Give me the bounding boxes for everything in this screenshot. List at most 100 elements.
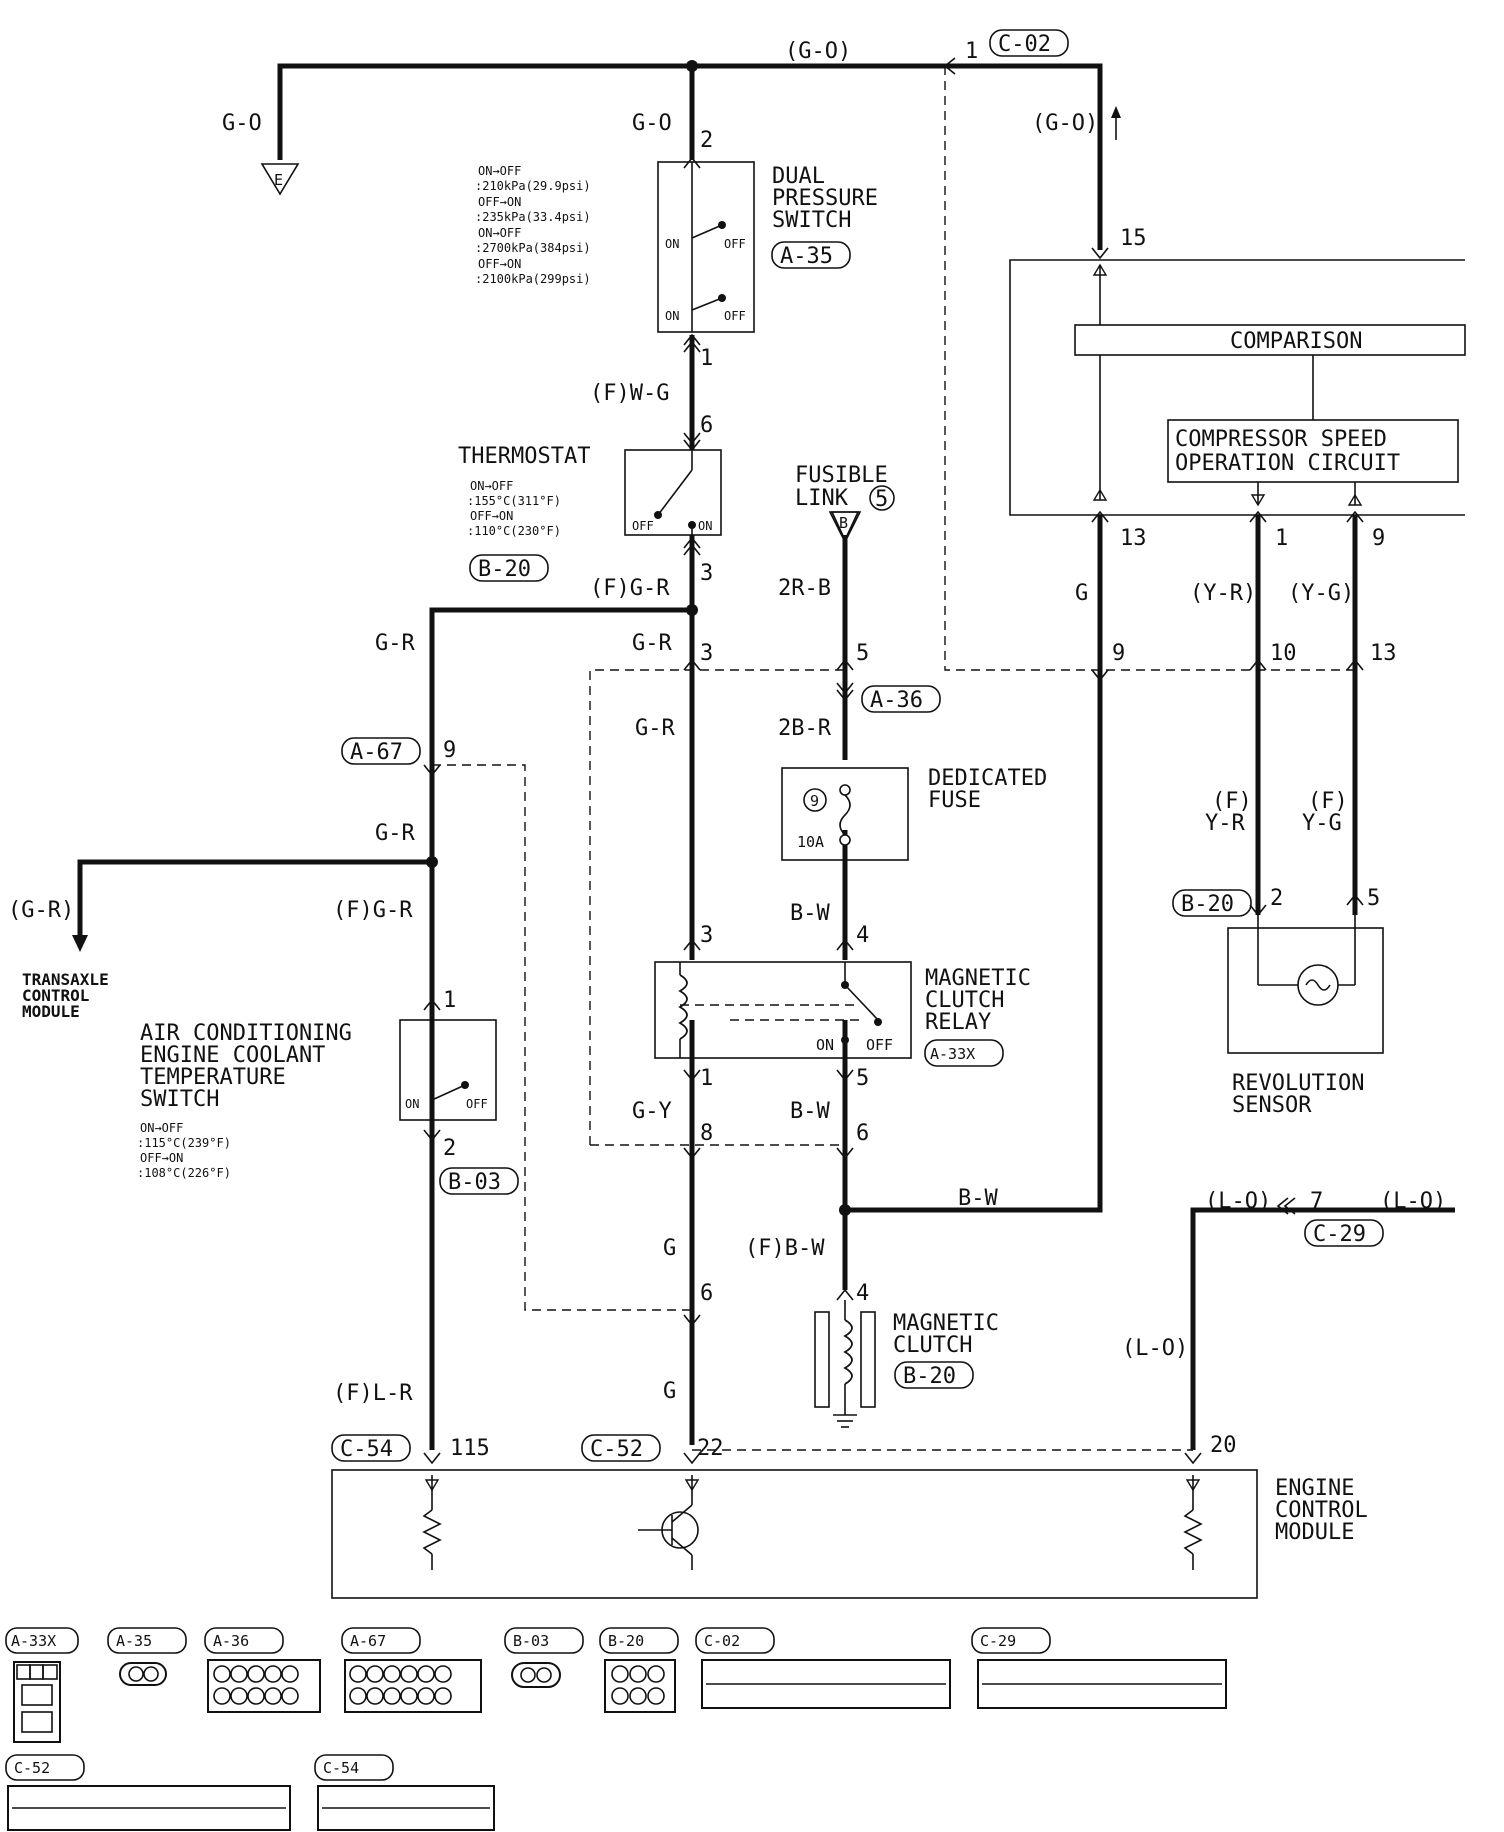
wire-label: (F)G-R (590, 576, 670, 601)
connector-code: B-20 (1181, 892, 1234, 917)
pin-number: 3 (700, 641, 713, 666)
pin-number: 13 (1370, 641, 1397, 666)
dedicated-fuse-label: DEDICATED (928, 766, 1047, 791)
component-labels: DUAL PRESSURE SWITCH ON→OFF :210kPa(29.9… (22, 164, 1400, 1545)
thermostat: OFF ON (624, 449, 722, 536)
connector-code: A-33X (930, 1045, 975, 1063)
pin-number: 9 (1372, 526, 1385, 551)
legend-a33x: A-33X (5, 1627, 79, 1743)
ac-switch-label: AIR CONDITIONING (140, 1021, 352, 1046)
legend-label: C-02 (704, 1632, 740, 1650)
wire-label: (G-O) (1032, 111, 1098, 136)
pin-number: 4 (856, 923, 869, 948)
ac-switch-spec: OFF→ON (140, 1151, 183, 1165)
pressure-spec: :235kPa(33.4psi) (475, 210, 591, 224)
shield-lines (432, 66, 1355, 1451)
wire-label: (F) (1308, 789, 1348, 814)
legend-label: C-52 (14, 1759, 50, 1777)
revolution-sensor-label: REVOLUTION (1232, 1071, 1364, 1096)
pin-number: 1 (443, 988, 456, 1013)
dual-pressure-switch-label: SWITCH (772, 208, 851, 233)
ac-switch-label: ENGINE COOLANT (140, 1043, 325, 1068)
wires-thick (77, 63, 1455, 1450)
pin-number: 4 (856, 1281, 869, 1306)
ecm-label: MODULE (1275, 1520, 1354, 1545)
revolution-sensor (1227, 915, 1384, 1054)
pressure-spec: :2100kPa(299psi) (475, 272, 591, 286)
connector-code: C-29 (1313, 1222, 1366, 1247)
connector-code: C-02 (998, 32, 1051, 57)
ac-switch-spec: :108°C(226°F) (137, 1166, 231, 1180)
pin-number: 2 (443, 1136, 456, 1161)
wire-label: (L-O) (1380, 1189, 1446, 1214)
legend-label: A-67 (350, 1632, 386, 1650)
legend-label: B-20 (608, 1632, 644, 1650)
legend-b03: B-03 (504, 1627, 584, 1688)
pin-number: 5 (1367, 886, 1380, 911)
ecm-label: CONTROL (1275, 1498, 1368, 1523)
wire-label: Y-G (1302, 811, 1342, 836)
legend-b20: B-20 (599, 1627, 679, 1713)
pin-number: 6 (700, 1281, 713, 1306)
legend-a36: A-36 (204, 1627, 321, 1713)
fuse-b-label: B (839, 514, 848, 532)
pin-number: 1 (700, 1066, 713, 1091)
thermostat-spec: :110°C(230°F) (467, 524, 561, 538)
legend-c54: C-54 (314, 1754, 495, 1831)
legend-a35: A-35 (107, 1627, 187, 1686)
pressure-spec: ON→OFF (478, 164, 521, 178)
pin-number: 3 (700, 561, 713, 586)
wire-label: B-W (958, 1186, 998, 1211)
wire-label: B-W (790, 1099, 830, 1124)
pin-number: 5 (856, 641, 869, 666)
fuse-number: 9 (810, 792, 819, 810)
wire-label: (G-R) (8, 898, 74, 923)
pin-number: 20 (1210, 1433, 1237, 1458)
connector-code: B-20 (478, 557, 531, 582)
tcm-label: CONTROL (22, 986, 89, 1005)
wire-label: G-O (222, 111, 262, 136)
comparison-module-box: COMPARISON (1009, 259, 1466, 516)
legend-label: A-35 (116, 1632, 152, 1650)
connector-code: B-03 (448, 1170, 501, 1195)
connector-legend: A-33X A-35 A-36 A-67 (5, 1627, 1227, 1831)
magnetic-clutch-relay-label: RELAY (925, 1010, 991, 1035)
wire-label: (Y-G) (1288, 581, 1354, 606)
wire-labels: (G-O) G-O G-O (G-O) (F)W-G (F)G-R G-R G-… (8, 39, 1446, 1406)
wire-label: G-R (375, 631, 415, 656)
wire-label: G-Y (632, 1099, 672, 1124)
pin-number: 115 (450, 1436, 490, 1461)
wire-label: 2B-R (778, 716, 832, 741)
connector-code: B-20 (903, 1364, 956, 1389)
pin-number: 3 (700, 923, 713, 948)
pin-number: 13 (1120, 526, 1147, 551)
wire-label: (F)L-R (333, 1381, 413, 1406)
legend-label: A-33X (11, 1632, 56, 1650)
pin-number: 1 (1275, 526, 1288, 551)
wire-label: (F)G-R (333, 898, 413, 923)
on-label: ON (405, 1097, 419, 1111)
wire-label: G-R (375, 821, 415, 846)
comparison-label: COMPARISON (1230, 329, 1362, 354)
pin-number: 9 (1112, 641, 1125, 666)
tcm-label: MODULE (22, 1002, 80, 1021)
on-label: ON (665, 309, 679, 323)
engine-control-module (331, 1469, 1258, 1599)
wire-label: (Y-R) (1190, 581, 1256, 606)
off-label: OFF (724, 309, 746, 323)
on-label: ON (665, 237, 679, 251)
legend-a67: A-67 (341, 1627, 482, 1713)
wire-arrows (72, 106, 1121, 952)
pin-number: 6 (856, 1121, 869, 1146)
ac-switch-label: TEMPERATURE (140, 1065, 286, 1090)
legend-label: C-29 (980, 1632, 1016, 1650)
dual-pressure-switch: ON OFF ON OFF (657, 161, 755, 333)
dual-pressure-switch-label: PRESSURE (772, 186, 878, 211)
fusible-link-label: LINK (795, 486, 849, 511)
wire-label: G-R (632, 631, 672, 656)
ac-coolant-temp-switch: ON OFF (399, 1019, 497, 1121)
revolution-sensor-label: SENSOR (1232, 1093, 1312, 1118)
pressure-spec: :2700kPa(384psi) (475, 241, 591, 255)
connector-code: A-67 (350, 740, 403, 765)
